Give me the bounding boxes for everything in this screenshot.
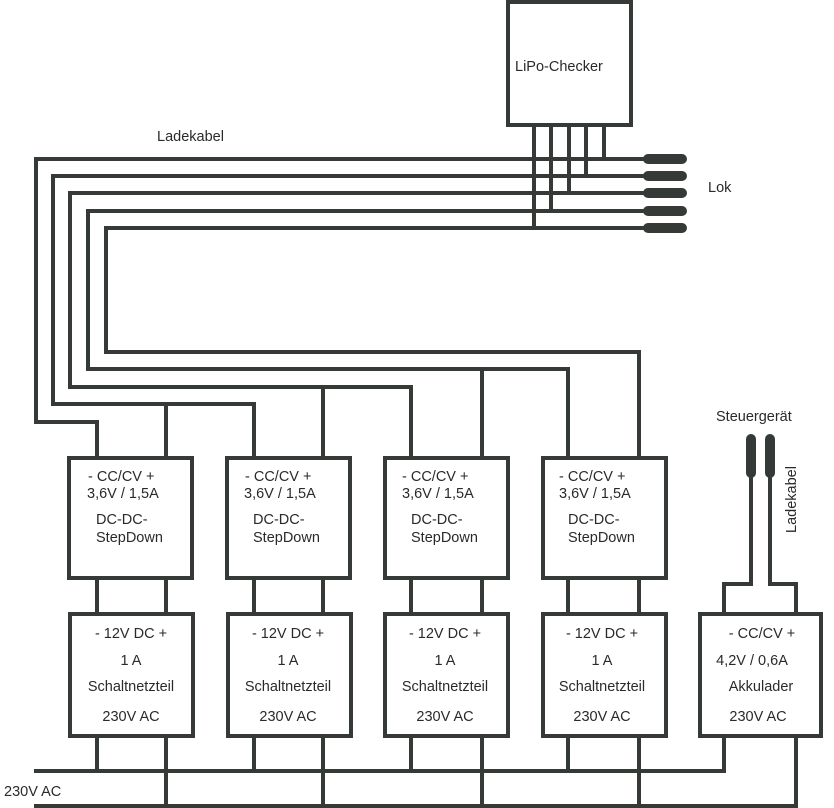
dcdc-polarity: - CC/CV + [88, 469, 154, 485]
dcdc-box [67, 456, 194, 580]
psu-input: 230V AC [102, 709, 159, 725]
psu-box [541, 612, 668, 738]
psu-box [383, 612, 510, 738]
psu-1: - 12V DC + 1 A Schaltnetzteil 230V AC [68, 612, 195, 738]
psu-current: 1 A [121, 653, 142, 669]
psu-type: Schaltnetzteil [245, 679, 331, 695]
dcdc-module-3: - CC/CV + 3,6V / 1,5A DC-DC- StepDown [383, 456, 510, 580]
charger-mode: - CC/CV + [729, 626, 795, 642]
psu-type: Schaltnetzteil [402, 679, 488, 695]
dcdc-rating: 3,6V / 1,5A [559, 486, 631, 502]
dcdc-module-2: - CC/CV + 3,6V / 1,5A DC-DC- StepDown [225, 456, 352, 580]
charge-cable-bundle [34, 157, 652, 460]
psu-2: - 12V DC + 1 A Schaltnetzteil 230V AC [226, 612, 353, 738]
charge-wire-3 [68, 191, 652, 460]
charger-box [698, 612, 823, 738]
psu-input: 230V AC [573, 709, 630, 725]
psu-input: 230V AC [259, 709, 316, 725]
psu-type: Schaltnetzteil [88, 679, 174, 695]
checker-taps [532, 123, 606, 230]
charge-wire-5 [104, 226, 652, 460]
psu-current: 1 A [278, 653, 299, 669]
charger-input: 230V AC [729, 709, 786, 725]
dcdc-psu-links [95, 576, 641, 616]
psu-output: - 12V DC + [95, 626, 167, 642]
psu-output: - 12V DC + [409, 626, 481, 642]
dcdc-type-2: StepDown [253, 530, 320, 546]
dcdc-type: DC-DC- [568, 512, 620, 528]
psu-current: 1 A [435, 653, 456, 669]
dcdc-box [383, 456, 510, 580]
loco-plugs [643, 154, 687, 233]
psu-box [68, 612, 195, 738]
charger-rating: 4,2V / 0,6A [716, 653, 788, 669]
psu-current: 1 A [592, 653, 613, 669]
controller-label: Steuergerät [716, 409, 792, 425]
loco-plug-1 [643, 154, 687, 164]
loco-plug-3 [643, 188, 687, 198]
lipo-checker-box [506, 0, 633, 127]
loco-plug-4 [643, 206, 687, 216]
charge-wire-4 [86, 209, 652, 460]
dcdc-module-1: - CC/CV + 3,6V / 1,5A DC-DC- StepDown [67, 456, 194, 580]
dcdc-box [541, 456, 668, 580]
dcdc-polarity: - CC/CV + [402, 469, 468, 485]
dcdc-box [225, 456, 352, 580]
psu-type: Schaltnetzteil [559, 679, 645, 695]
dcdc-type: DC-DC- [96, 512, 148, 528]
psu-box [226, 612, 353, 738]
psu-output: - 12V DC + [252, 626, 324, 642]
charger-type: Akkulader [729, 679, 794, 695]
charge-cable-label: Ladekabel [157, 129, 224, 145]
controller-plug-1 [746, 434, 756, 478]
mains-label: 230V AC [4, 784, 61, 800]
charge-wire-2 [51, 174, 652, 460]
dcdc-type-2: StepDown [568, 530, 635, 546]
psu-3: - 12V DC + 1 A Schaltnetzteil 230V AC [383, 612, 510, 738]
controller-cable-label: Ladekabel [784, 466, 800, 533]
charger: - CC/CV + 4,2V / 0,6A Akkulader 230V AC [698, 612, 823, 738]
dcdc-rating: 3,6V / 1,5A [244, 486, 316, 502]
dcdc-polarity: - CC/CV + [559, 469, 625, 485]
lipo-checker-label: LiPo-Checker [515, 59, 603, 75]
psu-output: - 12V DC + [566, 626, 638, 642]
mains-wire-b [34, 734, 798, 808]
dcdc-type: DC-DC- [253, 512, 305, 528]
dcdc-rating: 3,6V / 1,5A [87, 486, 159, 502]
dcdc-module-4: - CC/CV + 3,6V / 1,5A DC-DC- StepDown [541, 456, 668, 580]
controller-wire-plus [768, 468, 798, 616]
psu-4: - 12V DC + 1 A Schaltnetzteil 230V AC [541, 612, 668, 738]
psu-input: 230V AC [416, 709, 473, 725]
loco-plug-5 [643, 223, 687, 233]
dcdc-polarity: - CC/CV + [245, 469, 311, 485]
dcdc-type-2: StepDown [411, 530, 478, 546]
dcdc-positive-links [164, 367, 484, 460]
loco-label: Lok [708, 180, 732, 196]
loco-plug-2 [643, 171, 687, 181]
controller-wire-minus [722, 468, 753, 616]
controller-plug-2 [765, 434, 775, 478]
mains-wire-a [34, 734, 726, 773]
controller-cable [722, 434, 798, 616]
dcdc-rating: 3,6V / 1,5A [402, 486, 474, 502]
dcdc-type: DC-DC- [411, 512, 463, 528]
charge-wire-1 [34, 157, 652, 460]
dcdc-type-2: StepDown [96, 530, 163, 546]
mains-bus [34, 734, 798, 808]
